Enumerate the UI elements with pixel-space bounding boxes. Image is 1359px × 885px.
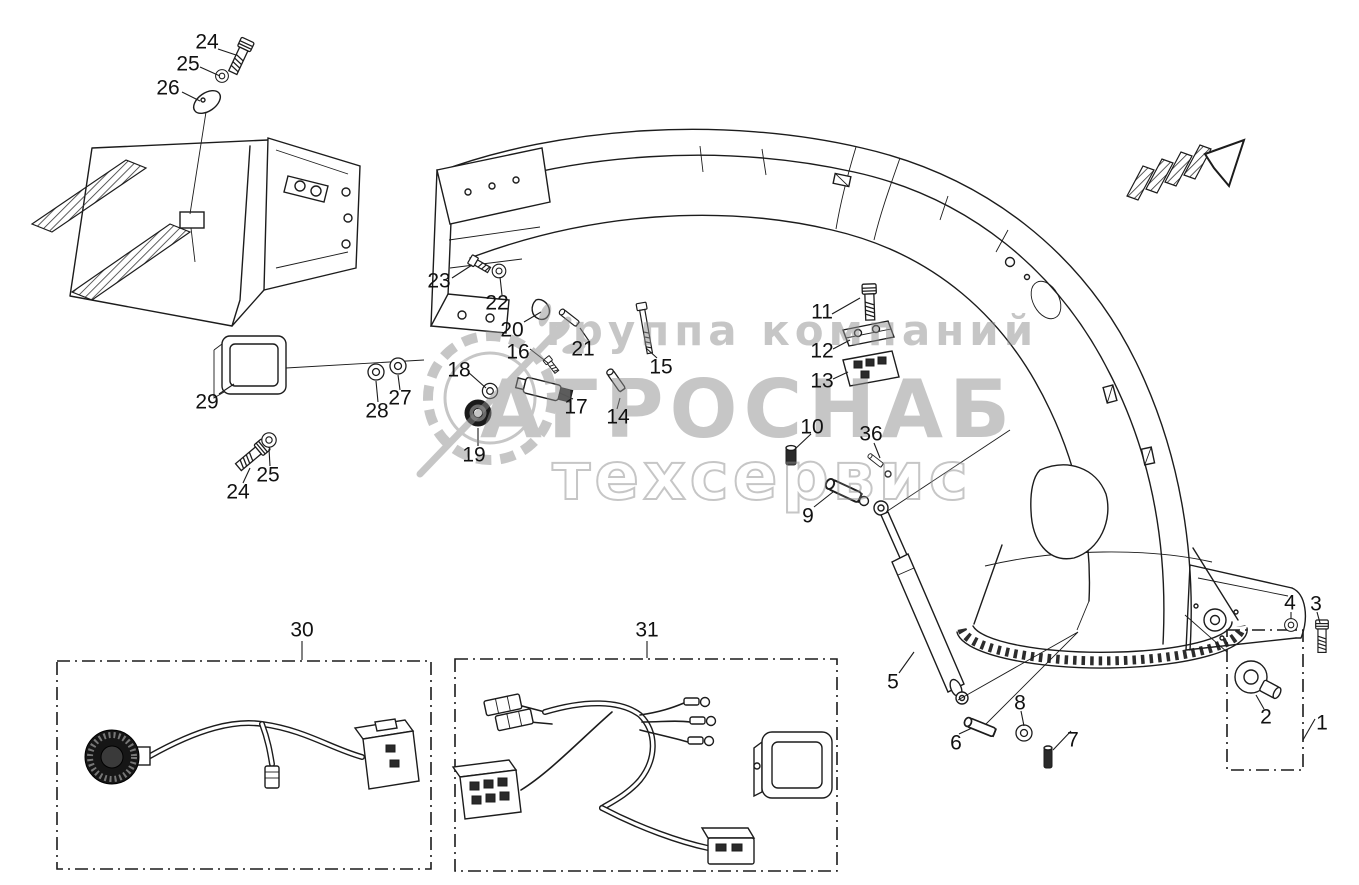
callout-10: 10: [800, 416, 823, 439]
watermark-line3: техсервис: [552, 438, 972, 515]
callout-14: 14: [606, 406, 630, 429]
callout-9: 9: [802, 505, 814, 528]
callout-36: 36: [859, 423, 882, 446]
spade-terminals-drawing: [683, 696, 717, 747]
callout-26: 26: [156, 77, 179, 100]
callout-1: 1: [1316, 712, 1328, 735]
callout-31: 31: [635, 619, 658, 642]
callout-25: 25: [256, 464, 279, 487]
callout-23: 23: [427, 270, 450, 293]
callout-16: 16: [506, 341, 529, 364]
cable-harness-30-drawing: [56, 660, 432, 870]
watermark: группа компаний АГРОСНАБ техсервис: [416, 303, 1038, 516]
wheat-laurel-logo: [416, 303, 586, 478]
callout-27: 27: [388, 387, 411, 410]
callout-3: 3: [1310, 593, 1322, 616]
spout-drawing: [429, 128, 1307, 669]
callout-5: 5: [887, 671, 899, 694]
callout-24: 24: [226, 481, 250, 504]
round-connector-drawing: [84, 729, 151, 785]
direction-arrow-icon: [1126, 138, 1246, 201]
work-lamp-drawing: [189, 111, 287, 399]
mount-kit-box-drawing: [1184, 614, 1329, 771]
bottom-connector-drawing: [700, 827, 756, 865]
callout-6: 6: [950, 732, 962, 755]
watermark-line1: группа компаний: [546, 306, 1038, 355]
ferrule-connector-drawing: [264, 765, 280, 789]
callout-24: 24: [195, 31, 219, 54]
callout-11: 11: [811, 301, 833, 324]
callout-15: 15: [649, 356, 672, 379]
callout-13: 13: [810, 370, 833, 393]
callout-25: 25: [176, 53, 199, 76]
callout-2: 2: [1260, 706, 1272, 729]
flat-connectors-drawing: [483, 693, 534, 732]
callout-19: 19: [462, 444, 485, 467]
cable-harness-31-drawing: [451, 658, 838, 872]
main-plug-drawing: [451, 759, 522, 820]
chassis-frame-drawing: [30, 137, 361, 327]
callout-20: 20: [500, 319, 523, 342]
harness-box-30: [56, 660, 432, 870]
watermark-line2: АГРОСНАБ: [480, 363, 1016, 456]
callout-7: 7: [1067, 729, 1079, 752]
rect-connector-drawing: [353, 718, 420, 790]
callout-17: 17: [564, 396, 587, 419]
callout-18: 18: [447, 359, 470, 382]
callout-21: 21: [571, 338, 594, 361]
callout-4: 4: [1284, 592, 1296, 615]
callout-8: 8: [1014, 692, 1026, 715]
callout-12: 12: [810, 340, 833, 363]
callout-28: 28: [365, 400, 388, 423]
hydraulic-cylinder-drawing: [873, 429, 1079, 769]
callout-30: 30: [290, 619, 313, 642]
callout-29: 29: [195, 391, 218, 414]
callout-22: 22: [485, 292, 508, 315]
tail-lamp-drawing: [753, 731, 833, 799]
harness-box-31: [454, 658, 838, 872]
